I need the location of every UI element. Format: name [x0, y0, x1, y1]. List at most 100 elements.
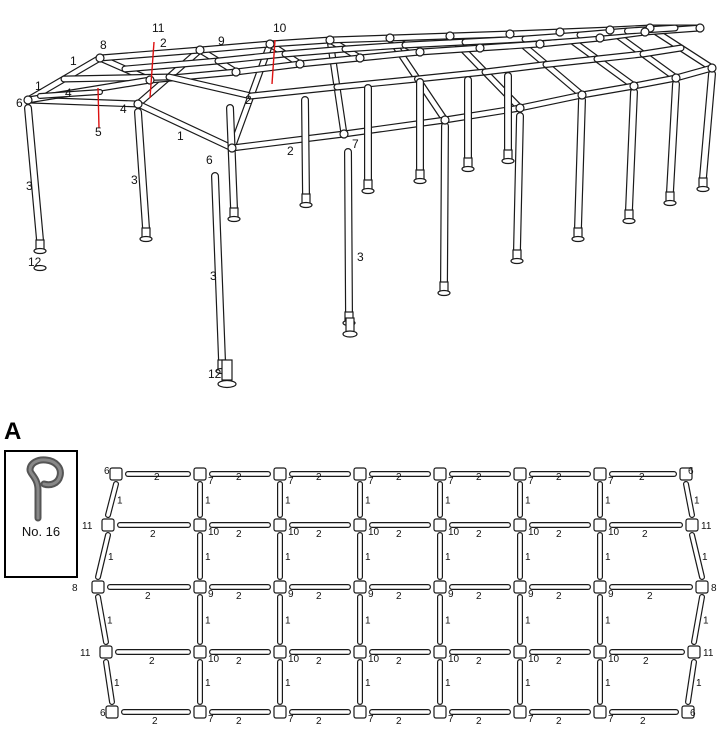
grid-joint	[193, 645, 207, 659]
pipe-2-label: 2	[476, 716, 482, 727]
joint-label: 7	[288, 714, 294, 725]
joint-label: 10	[528, 527, 540, 538]
grid-joint	[695, 580, 709, 594]
grid-joint	[273, 467, 287, 481]
far-eave-pipe	[296, 54, 364, 68]
pipe-1-label: 1	[365, 616, 371, 627]
grid-joint	[433, 467, 447, 481]
foot-plate	[345, 317, 355, 333]
joint-label: 11	[701, 521, 712, 532]
grid-joint	[353, 467, 367, 481]
foot-base	[33, 247, 47, 255]
joint-label: 7	[448, 714, 454, 725]
part-number-label: 6	[16, 96, 23, 110]
gable-pipe	[37, 89, 103, 99]
part-number-label: 4	[65, 86, 72, 100]
joint-connector	[415, 47, 425, 57]
pipe-1-label: 1	[365, 552, 371, 563]
pipe-2-label: 2	[476, 656, 482, 667]
joint-connector	[605, 25, 615, 35]
pipe-1-label: 1	[445, 678, 451, 689]
grid-joint	[685, 518, 699, 532]
joint-connector	[555, 27, 565, 37]
eave-pipe	[578, 82, 638, 99]
grid-joint	[593, 518, 607, 532]
pipe-1-label: 1	[205, 552, 211, 563]
part-number-label: 1	[70, 54, 77, 68]
ridge-pipe	[196, 40, 274, 54]
joint-connector	[355, 53, 365, 63]
pipe-1-label: 1	[445, 552, 451, 563]
pipe-2-label: 2	[236, 591, 242, 602]
pipe-2-label: 2	[236, 716, 242, 727]
part-number-label: 5	[95, 125, 102, 139]
joint-connector	[440, 115, 450, 125]
joint-label: 6	[100, 708, 106, 719]
foot-base	[571, 235, 585, 243]
pipe-1-label: 1	[605, 616, 611, 627]
pipe-1-label: 1	[525, 678, 531, 689]
grid-joint	[513, 580, 527, 594]
grid-joint	[193, 580, 207, 594]
joint-label: 7	[528, 714, 534, 725]
pipe-1-label: 1	[605, 552, 611, 563]
part-number-label: 12	[208, 367, 222, 381]
pipe-1-label: 1	[117, 496, 123, 507]
joint-label: 7	[448, 476, 454, 487]
leg-pipe	[211, 172, 226, 364]
joint-label: 9	[288, 589, 294, 600]
leg-pipe	[134, 108, 150, 232]
foot-base	[299, 201, 313, 209]
leg-pipe	[226, 104, 238, 212]
pipe-1-label: 1	[605, 496, 611, 507]
pipe-2-label: 2	[640, 716, 646, 727]
part-number-label: 3	[210, 269, 217, 283]
grid-joint	[273, 705, 287, 719]
pipe-2-label: 2	[476, 591, 482, 602]
far-eave-pipe	[416, 44, 484, 56]
pipe-2-label: 2	[145, 591, 151, 602]
hook-pin-icon	[26, 456, 64, 522]
joint-label: 11	[80, 648, 91, 659]
joint-label: 9	[448, 589, 454, 600]
pipe-1-label: 1	[365, 496, 371, 507]
purlin-pipe	[461, 35, 529, 46]
grid-joint	[193, 518, 207, 532]
leg-pipe	[625, 88, 638, 214]
joint-label: 9	[208, 589, 214, 600]
pipe-1-label: 1	[525, 552, 531, 563]
joint-connector	[535, 39, 545, 49]
eave-pipe	[630, 74, 680, 90]
pipe-2-label: 2	[476, 472, 482, 483]
leg-pipe	[344, 148, 353, 316]
ridge-pipe	[96, 46, 204, 62]
grid-vertical-pipe	[683, 481, 695, 518]
ridge-pipe	[446, 30, 514, 40]
grid-joint	[99, 645, 113, 659]
pipe-2-label: 2	[643, 656, 649, 667]
part-number-label: 2	[287, 144, 294, 158]
joint-label: 10	[448, 654, 460, 665]
joint-connector	[671, 73, 681, 83]
joint-label: 7	[368, 714, 374, 725]
joint-label: 7	[528, 476, 534, 487]
pipe-1-label: 1	[285, 678, 291, 689]
joint-label: 11	[82, 521, 93, 532]
pipe-2-label: 2	[152, 716, 158, 727]
purlin-pipe	[333, 75, 421, 91]
purlin-pipe	[401, 38, 469, 49]
joint-connector	[133, 99, 143, 109]
pipe-1-label: 1	[525, 616, 531, 627]
grid-joint	[433, 580, 447, 594]
pipe-1-label: 1	[205, 496, 211, 507]
ridge-pipe	[506, 28, 564, 38]
pipe-1-label: 1	[285, 616, 291, 627]
part-number-label: 1	[177, 129, 184, 143]
pipe-1-label: 1	[107, 616, 113, 627]
grid-joint	[353, 580, 367, 594]
part-number-label: 12	[28, 255, 42, 269]
part-number-label: 2	[245, 93, 252, 107]
joint-connector	[227, 143, 237, 153]
